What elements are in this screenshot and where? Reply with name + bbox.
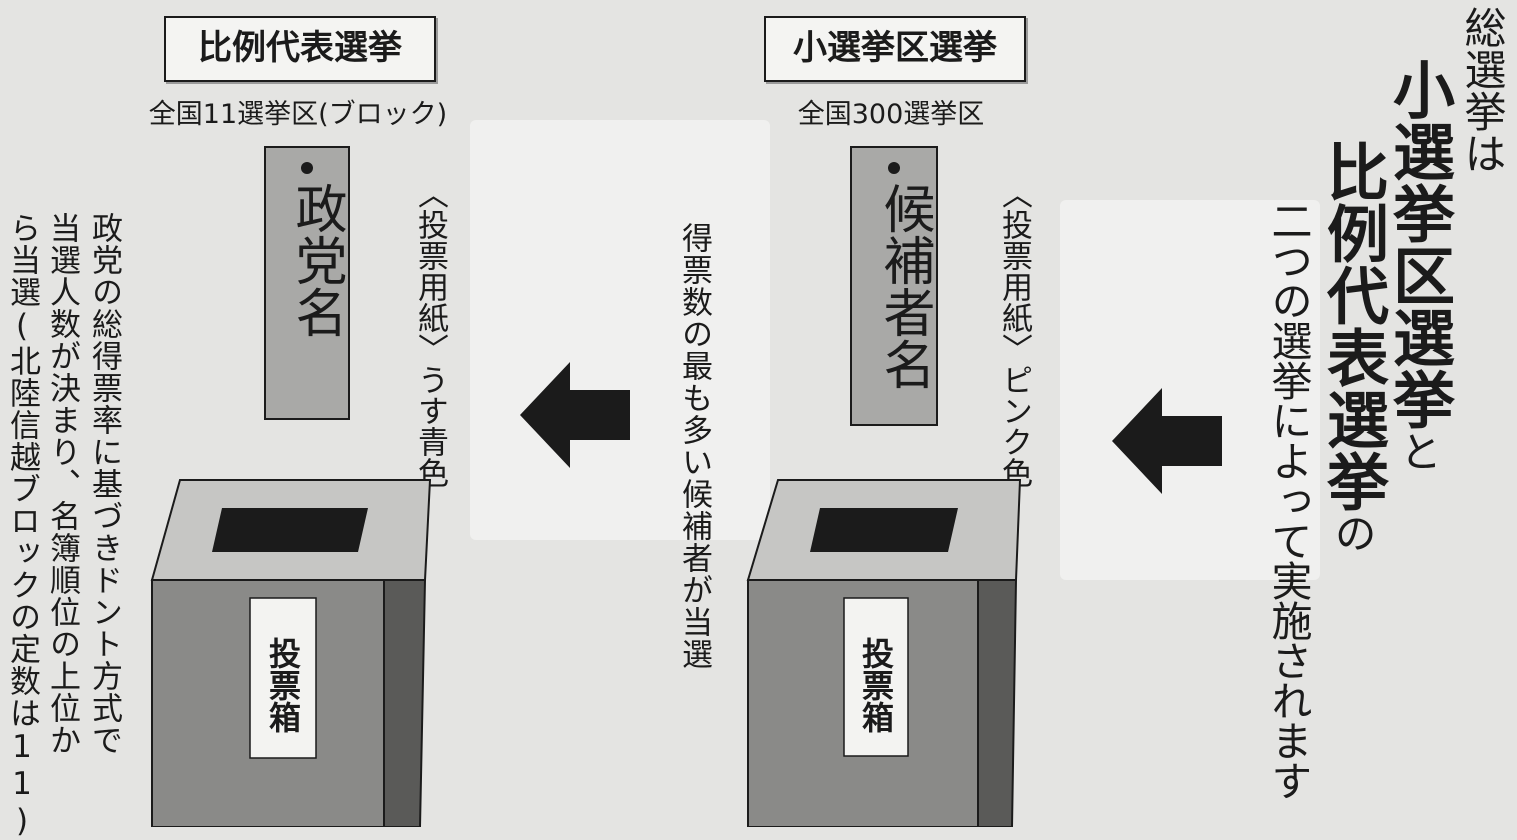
single-seat-ballot-box bbox=[746, 479, 1022, 827]
headline-line1: 総選挙は bbox=[1458, 6, 1507, 174]
ballot-slot bbox=[212, 508, 368, 552]
party-name-tag-text: 政党名 bbox=[286, 182, 346, 338]
background-blot bbox=[470, 120, 770, 540]
proportional-description-line2: 当選人数が決まり、名簿順位の上位か bbox=[44, 212, 80, 756]
single-seat-subtitle: 全国300選挙区 bbox=[797, 99, 985, 130]
ballot-slot bbox=[810, 508, 958, 552]
headline-line4: 二つの選挙によって実施されます bbox=[1264, 200, 1312, 800]
single-seat-title: 小選挙区選挙 bbox=[764, 16, 1026, 82]
headline-line2: 小選挙区選挙と bbox=[1382, 58, 1455, 472]
headline-line2-main: 小選挙区選挙 bbox=[1382, 58, 1455, 430]
proportional-description-line1: 政党の総得票率に基づきドント方式で bbox=[86, 212, 122, 756]
single-seat-ballot-note: 〈投票用紙〉ピンク色 bbox=[996, 178, 1032, 488]
box-side bbox=[977, 579, 1018, 827]
headline-line3-particle: の bbox=[1328, 512, 1377, 554]
single-seat-description: 得票数の最も多い候補者が当選 bbox=[676, 222, 712, 670]
left-arrow-icon bbox=[520, 362, 630, 468]
proportional-title: 比例代表選挙 bbox=[164, 16, 436, 82]
party-name-tag: 政党名 bbox=[264, 146, 350, 420]
proportional-ballot-box bbox=[150, 479, 432, 827]
left-arrow-icon bbox=[1112, 388, 1222, 494]
tag-hole-icon bbox=[888, 162, 900, 174]
candidate-name-tag-text: 候補者名 bbox=[874, 182, 934, 390]
proportional-description-line3: ら当選(北陸信越ブロックの定数は11) bbox=[4, 212, 40, 840]
box-side bbox=[383, 579, 427, 827]
tag-hole-icon bbox=[301, 162, 313, 174]
box-label-plate bbox=[249, 597, 317, 759]
proportional-box-label: 投票箱 bbox=[264, 637, 302, 733]
headline-line2-particle: と bbox=[1394, 430, 1443, 472]
background-blot bbox=[1060, 200, 1320, 580]
proportional-ballot-note: 〈投票用紙〉うす青色 bbox=[412, 178, 448, 488]
single-seat-box-label: 投票箱 bbox=[857, 637, 895, 733]
headline-line3: 比例代表選挙の bbox=[1316, 140, 1389, 554]
box-label-plate bbox=[843, 597, 909, 757]
proportional-subtitle: 全国11選挙区(ブロック) bbox=[148, 99, 448, 130]
headline-line3-main: 比例代表選挙 bbox=[1316, 140, 1389, 512]
candidate-name-tag: 候補者名 bbox=[850, 146, 938, 426]
